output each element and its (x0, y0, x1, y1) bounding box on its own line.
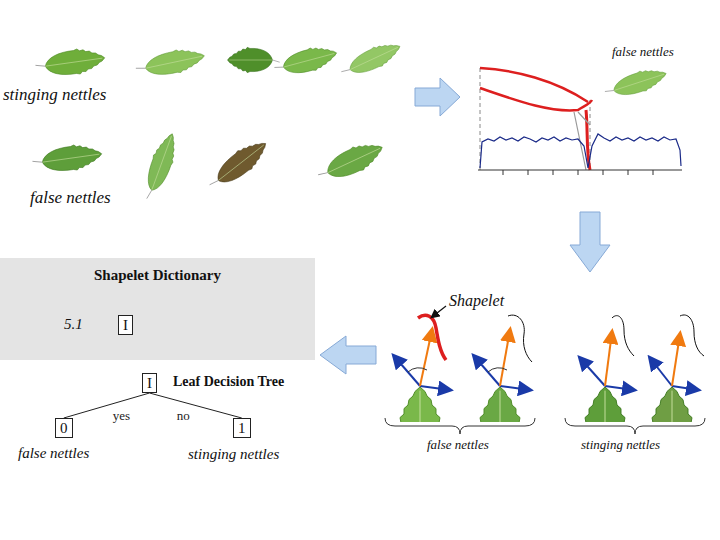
shapelet-pointer (432, 306, 446, 317)
leaf-photo (134, 45, 207, 82)
class-label: stinging nettles (3, 85, 106, 105)
group-brace (565, 418, 705, 434)
panel-title: Shapelet Dictionary (0, 267, 315, 284)
tree-branch (64, 393, 150, 418)
branch-label: no (176, 408, 191, 424)
dictionary-panel: Shapelet DictionaryI (0, 258, 315, 360)
shapelet-label: Shapelet (449, 292, 504, 310)
node-text: I (147, 374, 152, 392)
branch-label: yes (112, 408, 131, 424)
tree-title: Leaf Decision Tree (173, 374, 284, 390)
tree-root-node: I (142, 373, 157, 393)
leaf-photo (34, 45, 106, 80)
leaf-contour (480, 68, 592, 110)
leaf-photo (338, 37, 405, 83)
leaf-photo (602, 64, 669, 103)
leaf-photo (31, 141, 103, 176)
gray-leader (574, 112, 590, 170)
class-label: false nettles (18, 445, 89, 462)
flow-arrow (320, 336, 376, 374)
class-label: false nettles (30, 188, 111, 208)
leaf-photo (272, 42, 340, 81)
class-label: stinging nettles (581, 437, 660, 453)
class-label: stinging nettles (188, 446, 279, 463)
threshold-value: 5.1 (64, 316, 83, 333)
tree-leaf-node: 0 (55, 418, 73, 438)
leaf-photo (228, 47, 280, 72)
leaf-photo (139, 130, 182, 202)
dashed-guide (480, 68, 590, 170)
dictionary-node: I (118, 315, 133, 335)
shapelet-curves (418, 315, 704, 362)
time-series (480, 134, 681, 168)
class-label: false nettles (427, 437, 489, 453)
flow-arrow (570, 212, 610, 272)
leaf-photo (204, 134, 273, 195)
tree-leaf-node: 1 (233, 418, 251, 438)
node-text: 0 (60, 419, 68, 437)
tree-branch (150, 393, 242, 418)
node-text: 1 (238, 419, 246, 437)
leaf-photo (314, 136, 388, 188)
group-brace (385, 418, 535, 434)
class-label: false nettles (612, 44, 674, 60)
time-axis (478, 170, 682, 175)
leaf-tips (397, 387, 695, 422)
flow-arrow (415, 78, 460, 116)
node-text: I (123, 316, 128, 334)
